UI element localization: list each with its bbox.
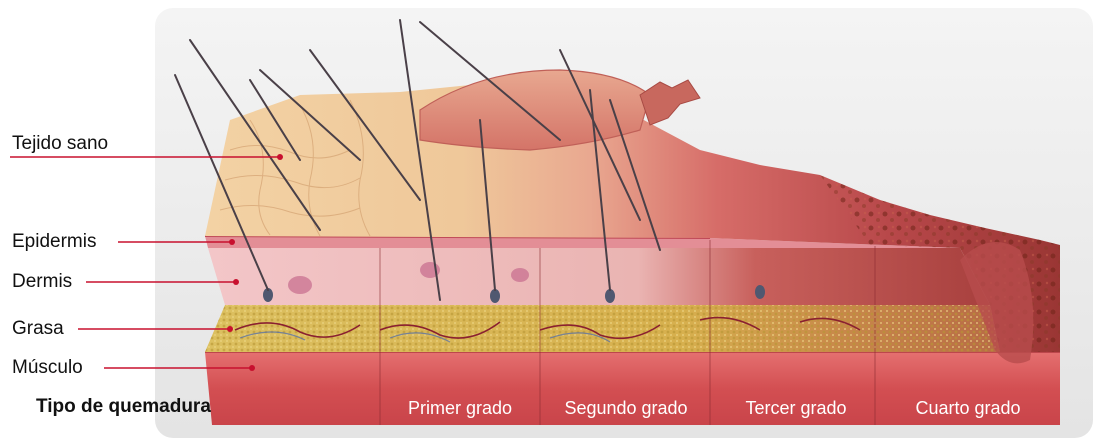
grade-third: Tercer grado (745, 397, 846, 419)
grade-fourth: Cuarto grado (915, 397, 1020, 419)
grade-second: Segundo grado (564, 397, 687, 419)
label-epidermis: Epidermis (12, 231, 96, 253)
label-healthy-tissue: Tejido sano (12, 133, 108, 155)
burn-type-heading: Tipo de quemadura (36, 396, 211, 418)
label-muscle: Músculo (12, 357, 83, 379)
label-fat: Grasa (12, 318, 64, 340)
dermis-layer (208, 248, 990, 305)
fat-texture (205, 305, 1000, 352)
label-dermis: Dermis (12, 271, 72, 293)
grade-first: Primer grado (408, 397, 512, 419)
